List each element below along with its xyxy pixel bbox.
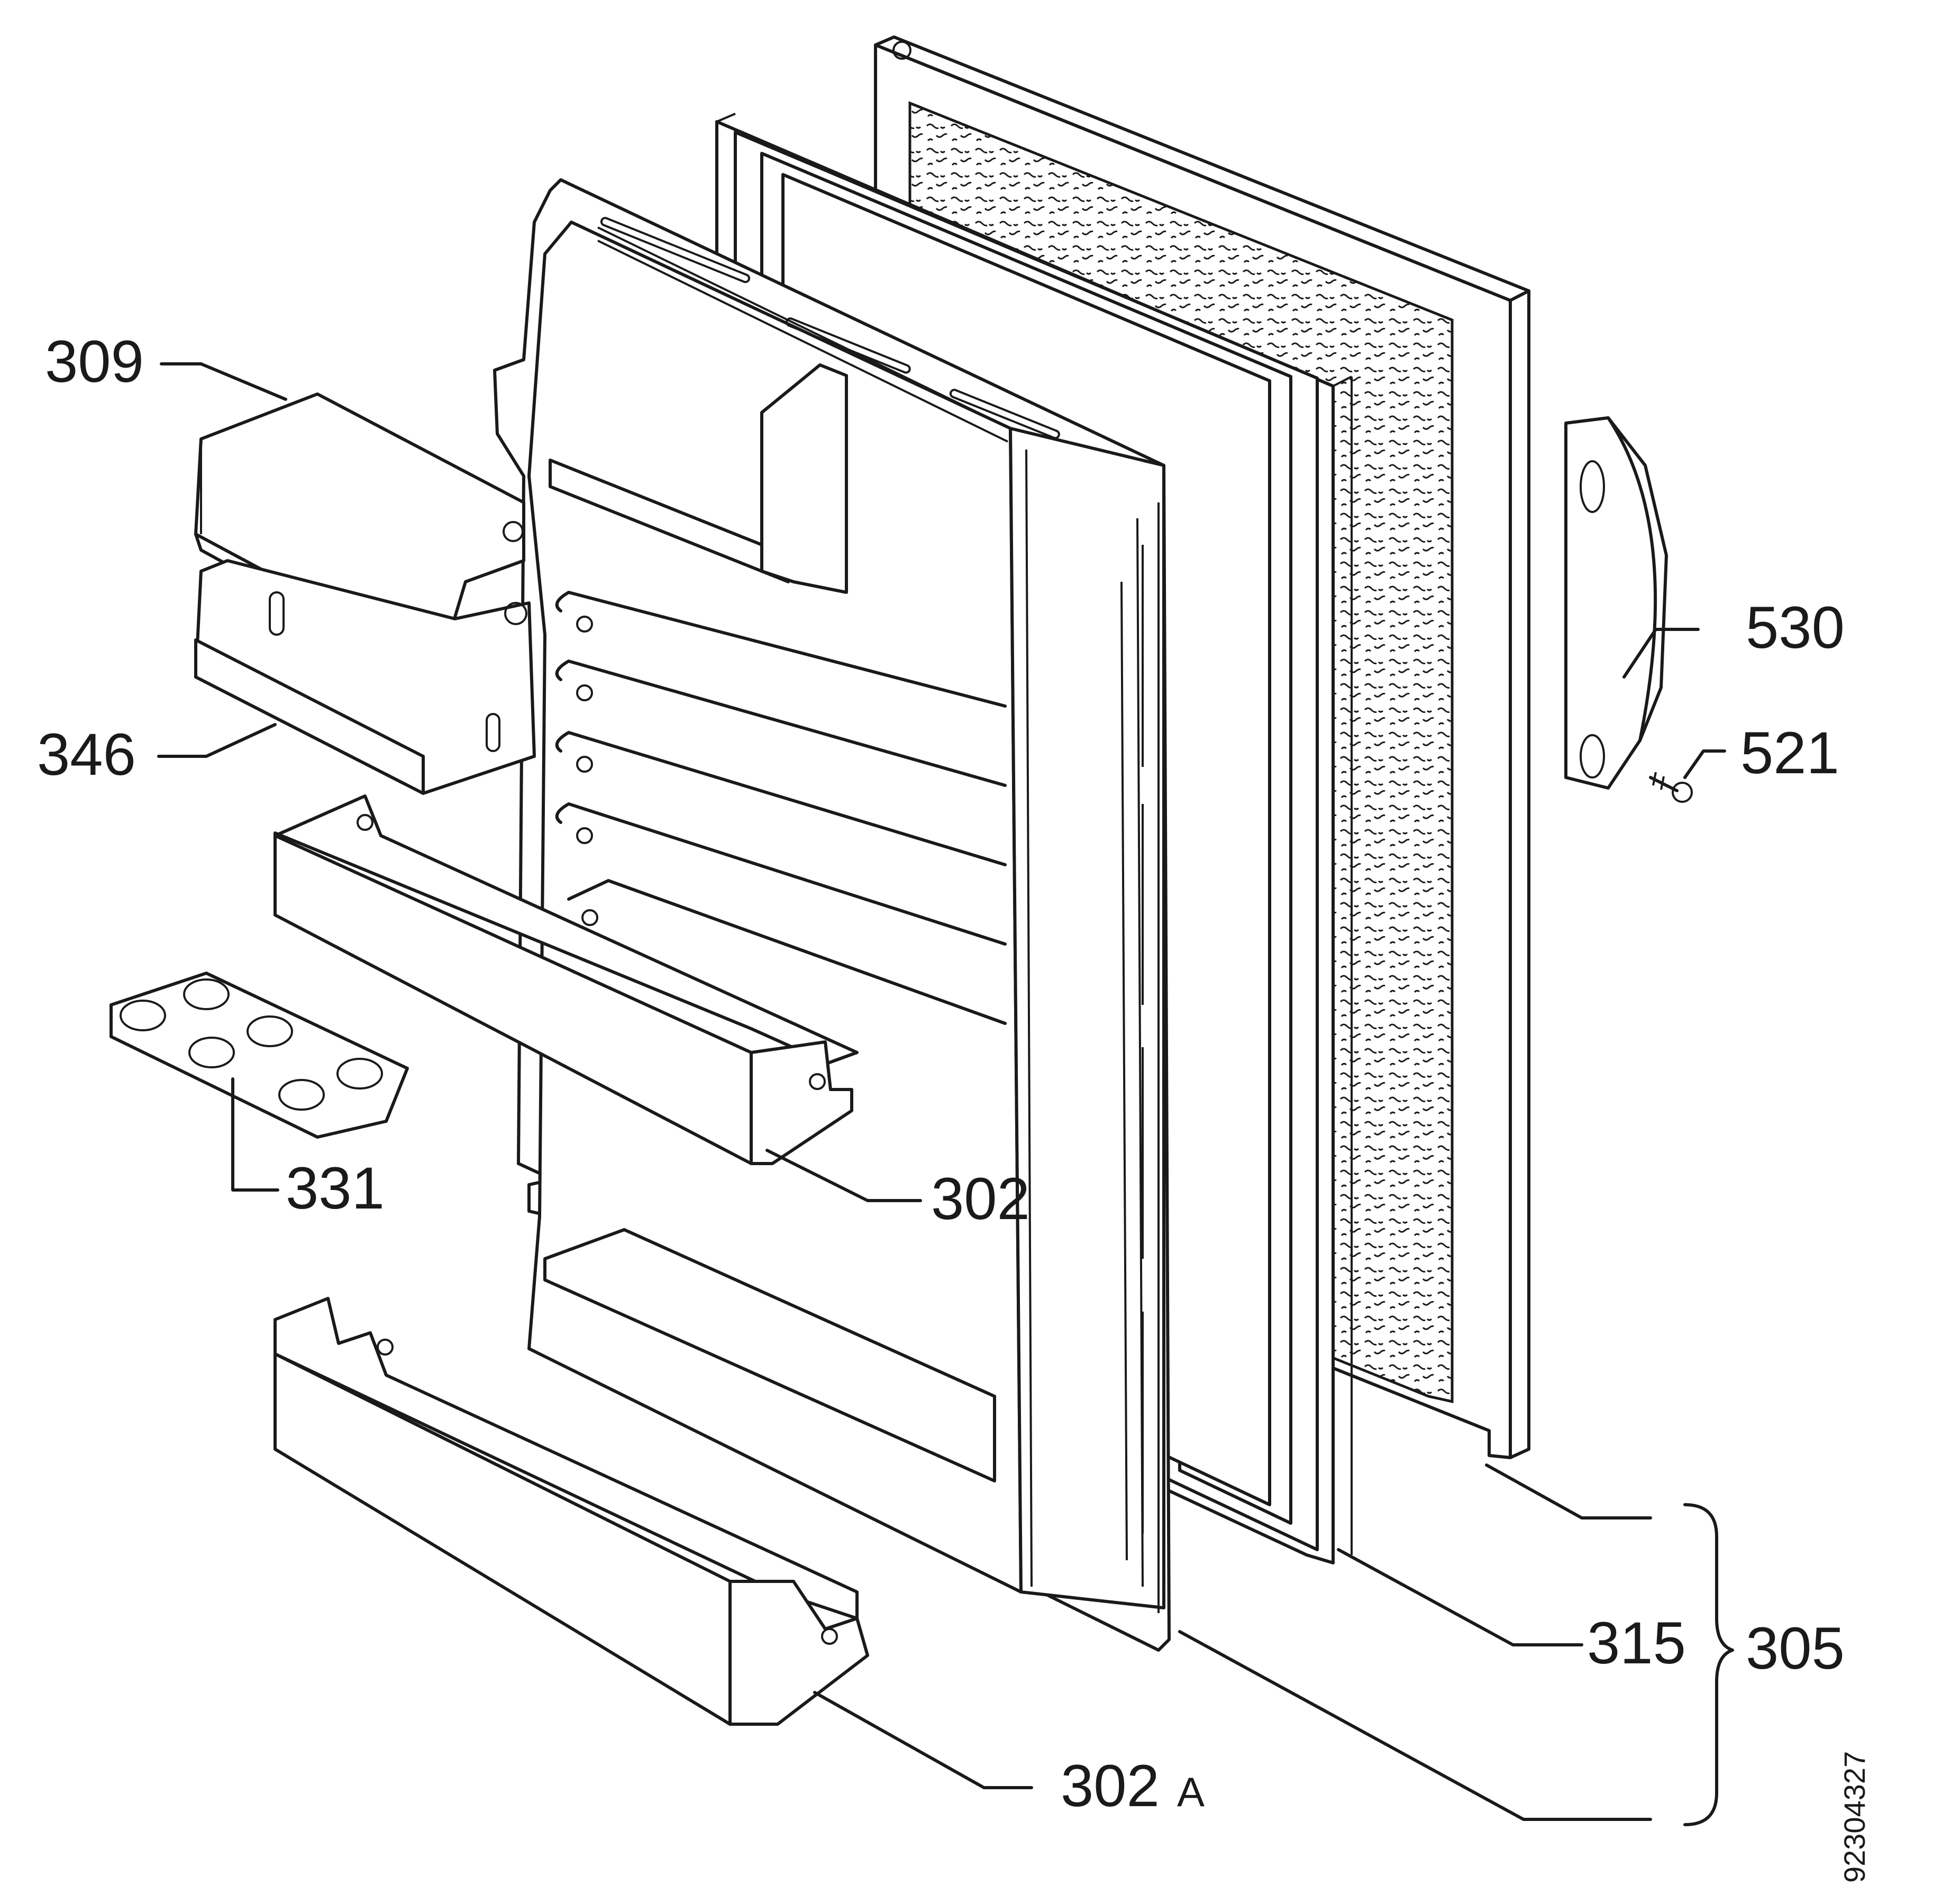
label-315: 315 xyxy=(1587,1610,1686,1676)
label-309: 309 xyxy=(45,328,144,395)
group-brace xyxy=(1683,1503,1734,1826)
label-331: 331 xyxy=(286,1155,385,1221)
label-302a-number: 302 xyxy=(1061,1753,1160,1819)
door-shelf-upper xyxy=(273,794,859,1165)
dairy-compartment-box xyxy=(194,559,536,795)
inner-door-liner xyxy=(493,178,1171,1652)
label-302a-suffix: A xyxy=(1177,1769,1205,1815)
door-handle xyxy=(1564,416,1668,790)
document-number: 92304327 xyxy=(1838,1751,1871,1883)
label-521: 521 xyxy=(1740,720,1839,786)
screw xyxy=(1649,772,1693,803)
label-302: 302 xyxy=(931,1166,1030,1232)
label-346: 346 xyxy=(37,721,136,788)
egg-tray xyxy=(110,972,409,1139)
label-530: 530 xyxy=(1746,594,1845,661)
leader-lines xyxy=(157,362,1726,1821)
door-shelf-lower xyxy=(273,1297,869,1726)
label-305: 305 xyxy=(1746,1615,1845,1681)
